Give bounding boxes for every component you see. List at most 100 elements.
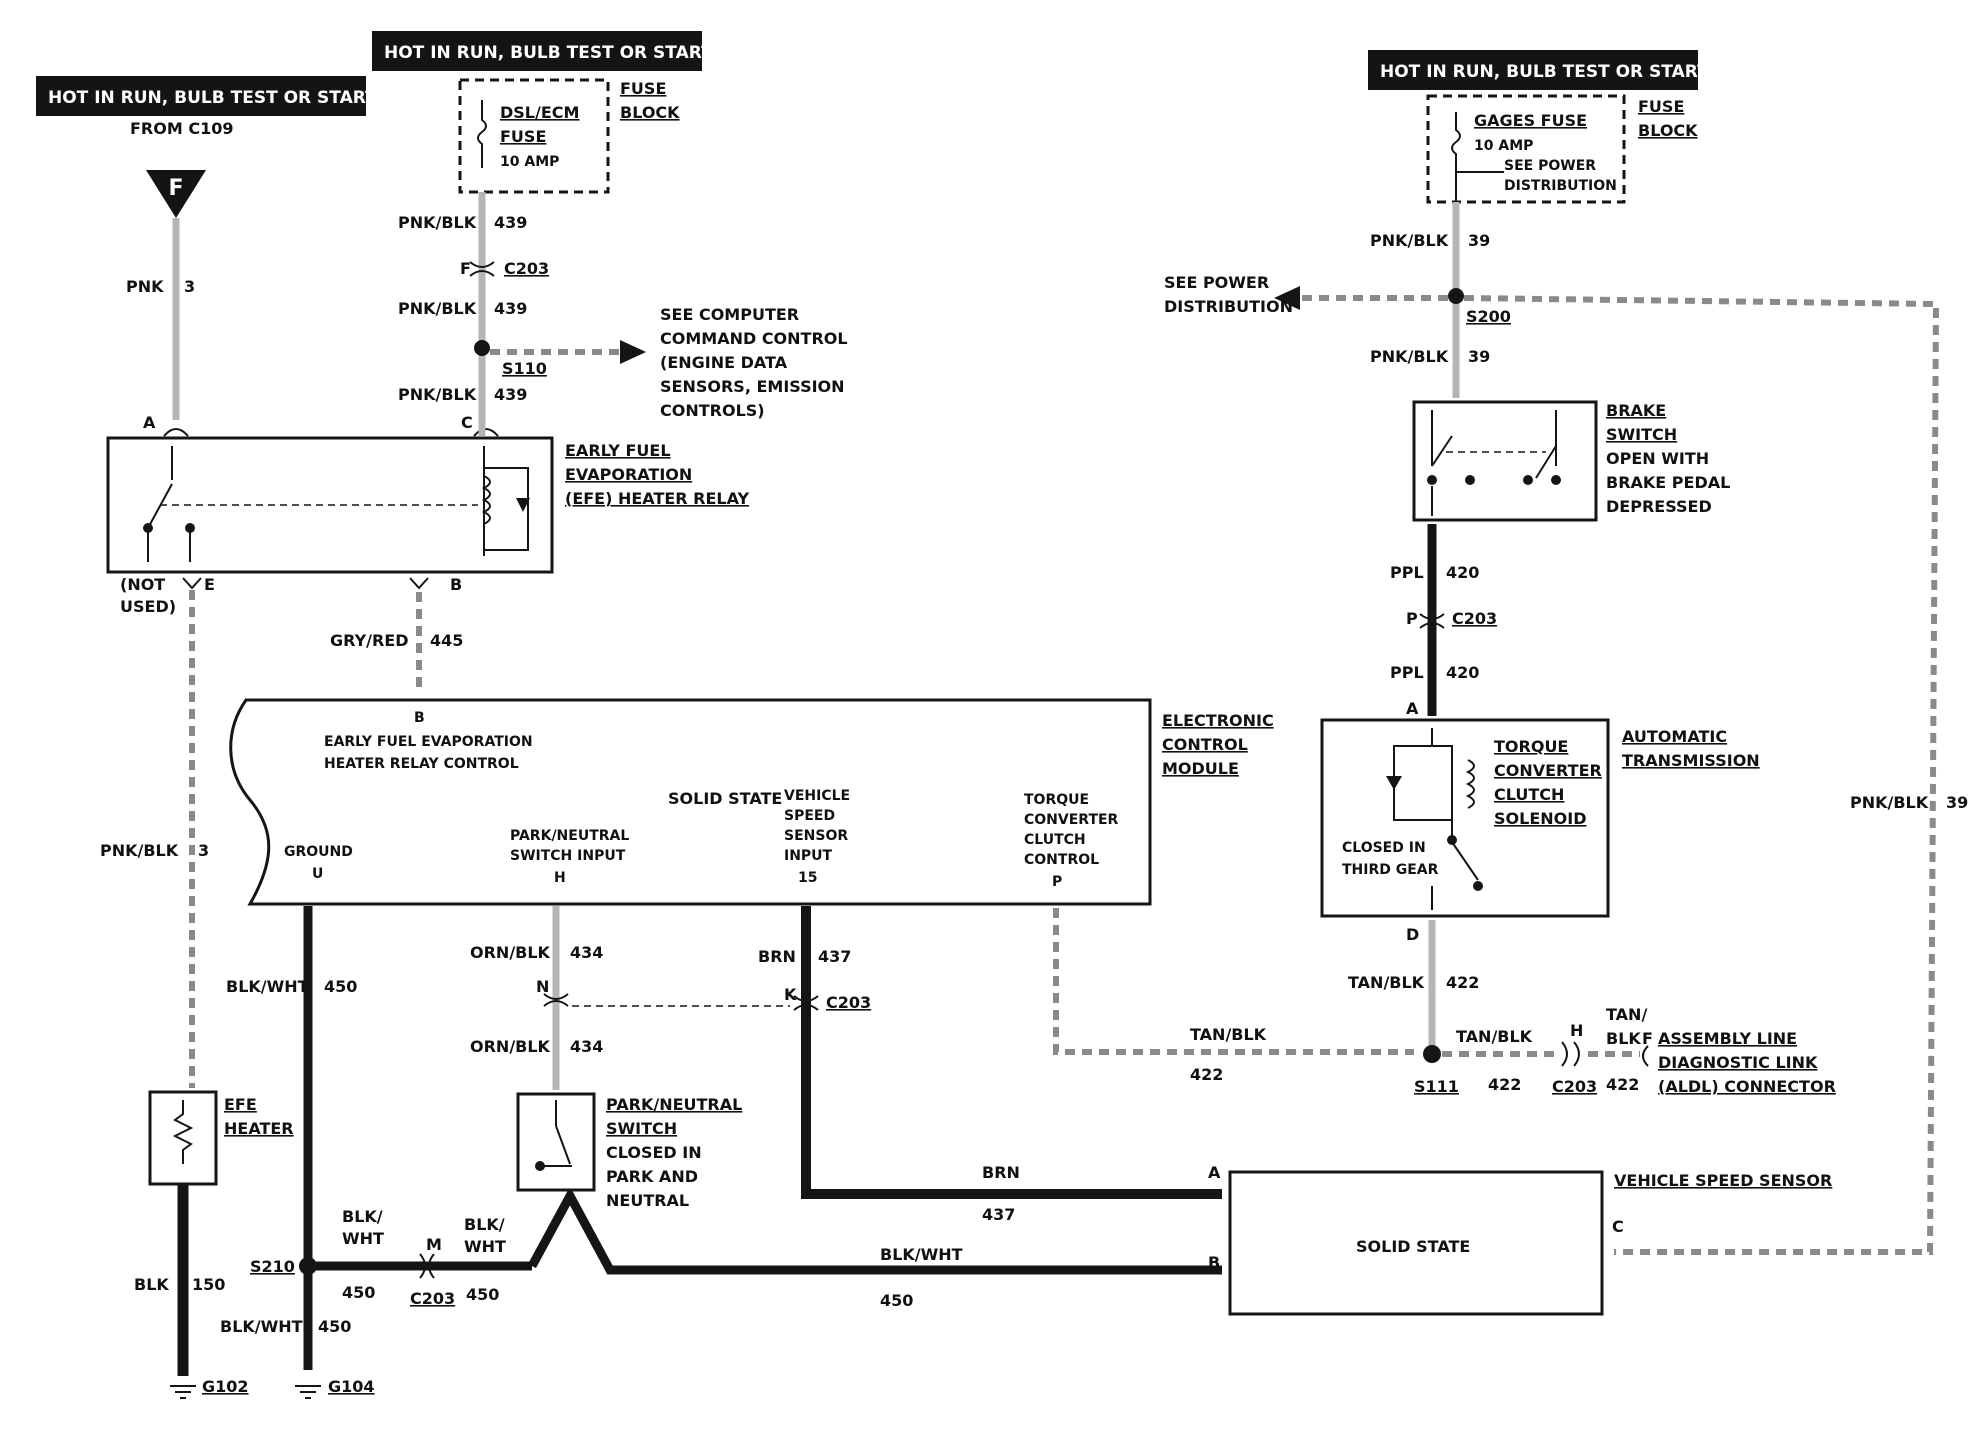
wire-ppl-bot-color: PPL: [1390, 663, 1424, 682]
wire-orn-bot-num: 434: [570, 1037, 603, 1056]
wire-pnk-blk-3-color: PNK/BLK: [100, 841, 179, 860]
c203-h-pin: H: [1570, 1021, 1583, 1040]
c203-m-pin: M: [426, 1235, 442, 1254]
wire-orn-top-color: ORN/BLK: [470, 943, 551, 962]
pn-switch-blade: [555, 1125, 571, 1165]
wire-m-1: BLK/: [464, 1215, 505, 1234]
ecm-pin-b: B: [414, 710, 425, 726]
relay-diode-loop: [483, 467, 529, 551]
fuse-dsl-ecm-name-2: FUSE: [500, 127, 546, 146]
relay-pin-b-connector: [409, 577, 429, 590]
relay-pin-c-connector: [473, 428, 499, 437]
gages-fuse-rating: 10 AMP: [1474, 138, 1533, 154]
brake-contact-4: [1551, 475, 1561, 485]
splice-s110: S110: [502, 359, 547, 378]
ecm-ground-pin: U: [312, 866, 323, 882]
tcc-diode: [1386, 776, 1402, 790]
c203-k-connector: [793, 995, 819, 1011]
ref-computer-1: SEE COMPUTER: [660, 305, 799, 324]
tcc-name-4: SOLENOID: [1494, 809, 1586, 828]
arrow-computer-ref: [620, 340, 646, 364]
wire-tanblk-ecm-color: TAN/BLK: [1190, 1025, 1267, 1044]
relay-pin-e-connector: [182, 577, 202, 590]
tcc-closed-2: THIRD GEAR: [1342, 862, 1439, 878]
wire-pnk-3-color: PNK: [126, 277, 164, 296]
wire-aldl-num: 422: [1606, 1075, 1639, 1094]
ecm-efe-1: EARLY FUEL EVAPORATION: [324, 734, 533, 750]
wire-439c-color: PNK/BLK: [398, 385, 477, 404]
tcc-loop: [1393, 728, 1453, 821]
wire-39b-color: PNK/BLK: [1370, 347, 1449, 366]
brake-contact-2: [1465, 475, 1475, 485]
splice-s111-dot: [1423, 1045, 1441, 1063]
wire-s210-2: WHT: [342, 1229, 384, 1248]
brake-switch-name-1: BRAKE: [1606, 401, 1666, 420]
ecm-pn-2: SWITCH INPUT: [510, 848, 626, 864]
wire-s210-num: 450: [342, 1283, 375, 1302]
wire-tanblk-v-num: 422: [1446, 973, 1479, 992]
relay-pin-c: C: [461, 413, 473, 432]
gages-fuse-name: GAGES FUSE: [1474, 111, 1587, 130]
aldl-connector-icon[interactable]: [1642, 1045, 1649, 1067]
c203-m-connector: [419, 1253, 435, 1279]
tcc-contact-2: [1473, 881, 1483, 891]
relay-pin-b: B: [450, 575, 462, 594]
c203-h-label: C203: [1552, 1077, 1597, 1096]
power-label-left: HOT IN RUN, BULB TEST OR START: [48, 88, 377, 108]
wire-pnk-3-num: 3: [184, 277, 195, 296]
wire-orn-top-num: 434: [570, 943, 603, 962]
brake-switch-box: [1412, 400, 1598, 522]
wire-blkwht-g104-color: BLK/WHT: [220, 1317, 303, 1336]
aldl-name-3: (ALDL) CONNECTOR: [1658, 1077, 1836, 1096]
ecm-name-3: MODULE: [1162, 759, 1239, 778]
ecm-tcc-1: TORQUE: [1024, 792, 1089, 808]
wire-aldl-2: BLK: [1606, 1029, 1641, 1048]
wire-439a-num: 439: [494, 213, 527, 232]
ground-g104-icon: [295, 1385, 321, 1399]
relay-contact-nc: [143, 523, 153, 533]
ecm-box: [229, 698, 1152, 906]
c203-k-pin: K: [784, 985, 797, 1004]
gages-fuse-block-1: FUSE: [1638, 97, 1684, 116]
splice-s110-dot: [474, 340, 490, 356]
wire-blk-150-color: BLK: [134, 1275, 169, 1294]
ref-computer-2: COMMAND CONTROL: [660, 329, 848, 348]
aldl-pin-f: F: [1642, 1029, 1653, 1048]
pn-pin-n: N: [536, 977, 549, 996]
ground-g102: G102: [202, 1377, 249, 1396]
dsl-ecm-fuse-box: [458, 78, 610, 194]
c203-k-label: C203: [826, 993, 871, 1012]
power-label-right: HOT IN RUN, BULB TEST OR START: [1380, 62, 1709, 82]
efe-heater-name-2: HEATER: [224, 1119, 294, 1138]
wire-gry-red-num: 445: [430, 631, 463, 650]
pn-switch-contact: [535, 1161, 545, 1171]
wire-tanblk-s111-num: 422: [1488, 1075, 1521, 1094]
c203-p-pin: P: [1406, 609, 1418, 628]
gages-fuse-block-2: BLOCK: [1638, 121, 1698, 140]
wire-39a-color: PNK/BLK: [1370, 231, 1449, 250]
trans-pin-a: A: [1406, 699, 1419, 718]
tcc-switch-blade: [1451, 841, 1479, 881]
wire-tanblk-s111-color: TAN/BLK: [1456, 1027, 1533, 1046]
wire-blk-wht-450-long: [528, 1186, 1222, 1275]
brake-switch-name-2: SWITCH: [1606, 425, 1677, 444]
gages-fuse-note-1: SEE POWER: [1504, 158, 1596, 174]
c203-h-connector: [1561, 1041, 1580, 1067]
transmission-name-2: TRANSMISSION: [1622, 751, 1760, 770]
splice-s111: S111: [1414, 1077, 1459, 1096]
power-label-center: HOT IN RUN, BULB TEST OR START: [384, 43, 713, 63]
ecm-pn-1: PARK/NEUTRAL: [510, 828, 629, 844]
wire-ppl-bot-num: 420: [1446, 663, 1479, 682]
vss-pin-a: A: [1208, 1163, 1221, 1182]
dsl-ecm-fuse-icon: [477, 100, 487, 168]
ecm-vss-1: VEHICLE: [784, 788, 850, 804]
relay-switch-blade: [147, 483, 173, 529]
tcc-closed-1: CLOSED IN: [1342, 840, 1426, 856]
relay-not-used-1: (NOT: [120, 575, 165, 594]
c203-m-label: C203: [410, 1289, 455, 1308]
c203-p-label: C203: [1452, 609, 1497, 628]
wire-s210-1: BLK/: [342, 1207, 383, 1226]
relay-not-used-2: USED): [120, 597, 176, 616]
wire-m-2: WHT: [464, 1237, 506, 1256]
